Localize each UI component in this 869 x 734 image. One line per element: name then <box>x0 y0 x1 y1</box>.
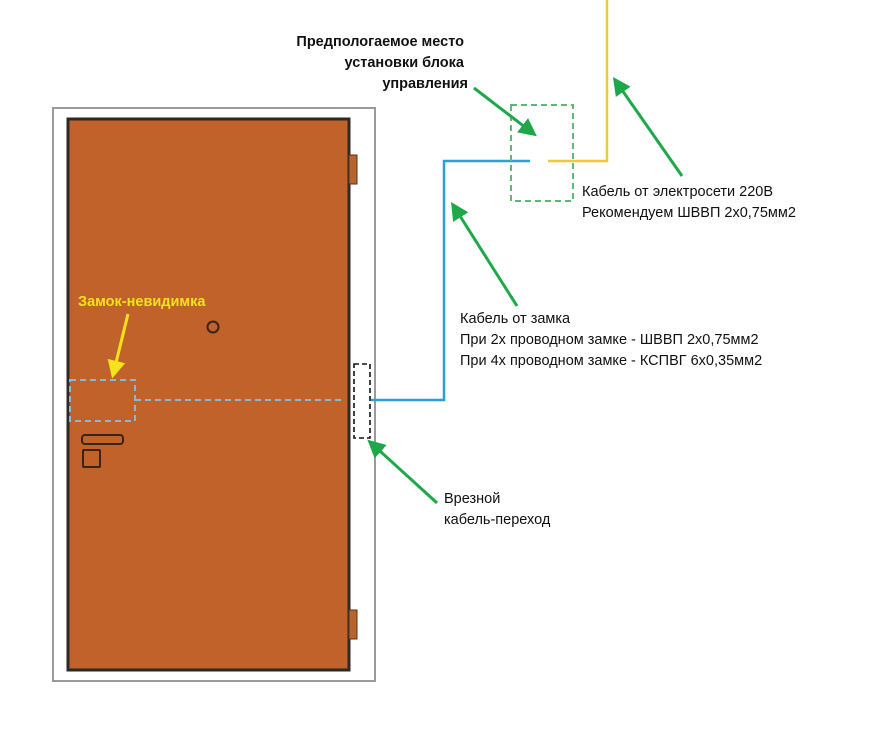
power-cable-line-1: Кабель от электросети 220В <box>582 184 773 200</box>
power-cable-label: Кабель от электросети 220В Рекомендуем Ш… <box>582 184 796 221</box>
door-leaf <box>66 117 351 672</box>
arrow-cable-transition <box>367 439 439 505</box>
invisible-lock-label: Замок-невидимка <box>78 294 206 310</box>
cable-transition-line-2: кабель-переход <box>444 512 551 528</box>
control-block-line-2: установки блока <box>345 55 465 71</box>
arrow-control-block <box>473 86 537 137</box>
door-handle <box>81 434 124 445</box>
cable-transition-label: Врезной кабель-переход <box>444 491 551 528</box>
control-block-box <box>510 104 574 202</box>
power-cable <box>548 0 609 163</box>
lock-cable-line-1: Кабель от замка <box>460 311 571 327</box>
arrow-invisible-lock <box>107 313 130 379</box>
hinge-bottom <box>348 609 358 640</box>
arrow-lock-cable <box>451 201 519 307</box>
hinge-top <box>348 154 358 185</box>
cable-transition-line-1: Врезной <box>444 491 500 507</box>
control-block-line-1: Предпологаемое место <box>296 34 464 50</box>
power-cable-line-2: Рекомендуем ШВВП 2х0,75мм2 <box>582 205 796 221</box>
control-block-label: Предпологаемое место установки блока упр… <box>296 34 468 92</box>
arrow-power-cable <box>612 77 684 177</box>
control-block-line-3: управления <box>382 76 468 92</box>
key-plate <box>82 449 101 468</box>
lock-cable-label: Кабель от замка При 2х проводном замке -… <box>460 311 763 369</box>
lock-cable <box>371 159 530 402</box>
peephole <box>206 320 220 334</box>
cable-transition-box <box>353 363 371 439</box>
lock-cable-line-2: При 2х проводном замке - ШВВП 2х0,75мм2 <box>460 332 759 348</box>
lock-cable-line-3: При 4х проводном замке - КСПВГ 6х0,35мм2 <box>460 353 762 369</box>
